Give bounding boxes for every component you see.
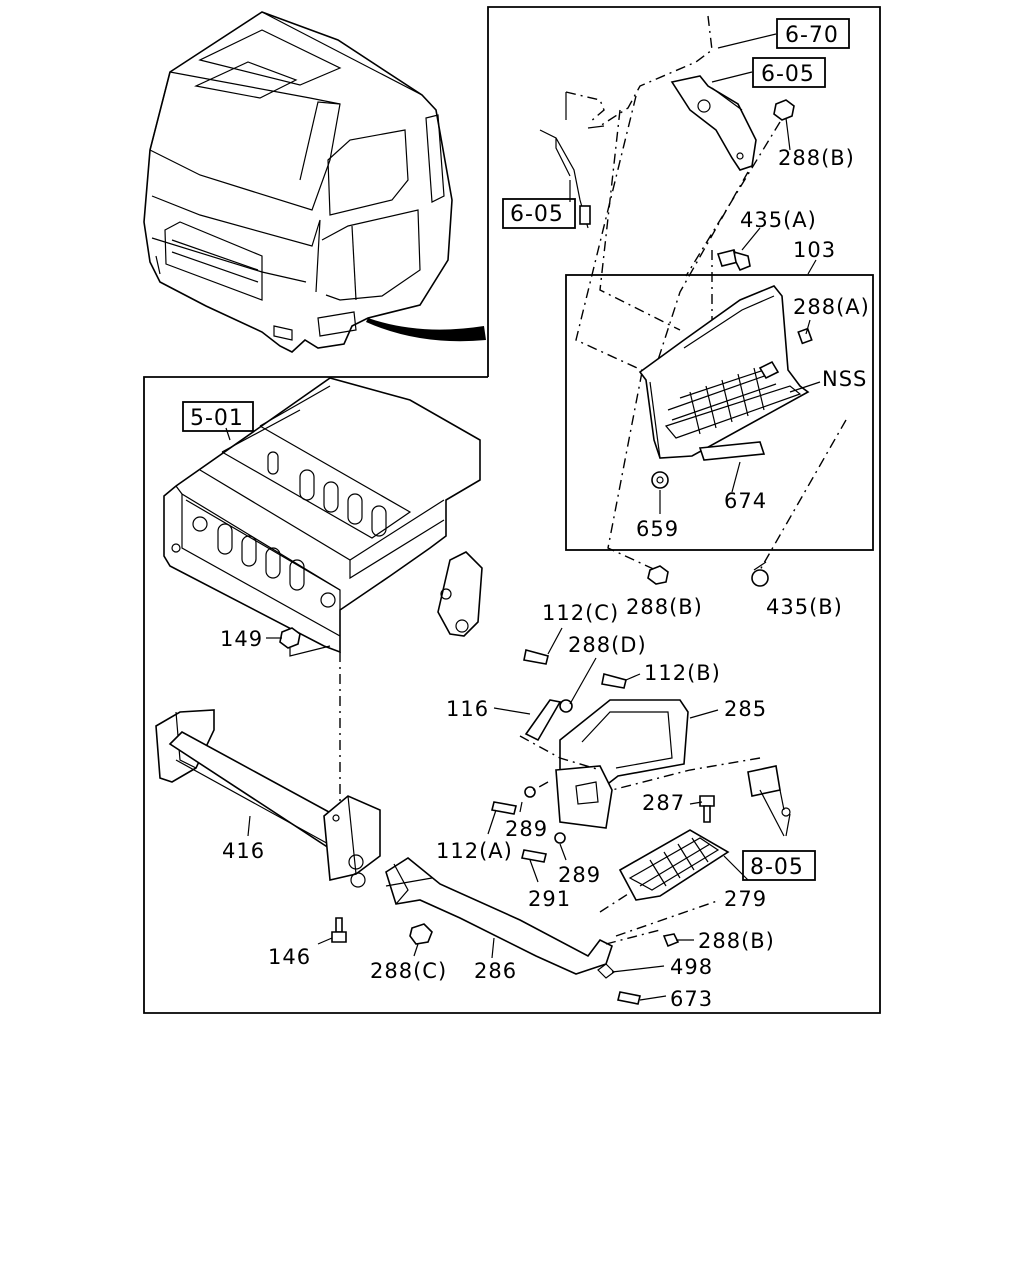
callout-103: 103 xyxy=(793,238,836,262)
callout-289-left: 289 xyxy=(505,817,548,841)
callout-6-05-upper: 6-05 xyxy=(761,62,815,87)
leader-lines xyxy=(225,33,821,1001)
callout-286: 286 xyxy=(474,959,517,983)
callout-285: 285 xyxy=(724,697,767,721)
diagram-frames xyxy=(143,6,881,1014)
callout-288d: 288(D) xyxy=(568,633,647,657)
lower-step-assembly xyxy=(155,627,791,1005)
callout-149: 149 xyxy=(220,627,263,651)
callout-289-right: 289 xyxy=(558,863,601,887)
callout-116: 116 xyxy=(446,697,489,721)
ref-box-6-05-left xyxy=(502,198,576,229)
callout-6-70: 6-70 xyxy=(785,23,839,48)
callout-291: 291 xyxy=(528,887,571,911)
callout-435a: 435(A) xyxy=(740,208,817,232)
callout-674: 674 xyxy=(724,489,767,513)
step-tread-grid xyxy=(667,367,777,435)
callout-112b: 112(B) xyxy=(644,661,721,685)
callout-288b-mid: 288(B) xyxy=(626,595,703,619)
callout-6-05-left: 6-05 xyxy=(510,202,564,227)
callout-288c: 288(C) xyxy=(370,959,447,983)
callout-416: 416 xyxy=(222,839,265,863)
callout-288a: 288(A) xyxy=(793,295,870,319)
truck-cab-illustration xyxy=(143,11,486,353)
callout-146: 146 xyxy=(268,945,311,969)
callout-labels: 6-70 6-05 288(B) 6-05 435(A) 103 288(A) … xyxy=(190,23,870,1011)
callout-5-01: 5-01 xyxy=(190,406,244,431)
callout-nss: NSS xyxy=(822,367,867,391)
callout-279: 279 xyxy=(724,887,767,911)
callout-659: 659 xyxy=(636,517,679,541)
callout-287: 287 xyxy=(642,791,685,815)
chassis-frame xyxy=(163,377,483,654)
upper-bracket-parts xyxy=(539,15,847,587)
ref-box-6-05-upper xyxy=(752,57,826,88)
ref-box-6-70 xyxy=(776,18,850,49)
ref-box-8-05 xyxy=(742,850,816,881)
callout-498: 498 xyxy=(670,955,713,979)
callout-112a: 112(A) xyxy=(436,839,513,863)
frame-slots xyxy=(217,451,387,591)
callout-435b: 435(B) xyxy=(766,595,843,619)
ref-box-5-01 xyxy=(182,401,254,432)
callout-288b-top: 288(B) xyxy=(778,146,855,170)
callout-8-05: 8-05 xyxy=(750,855,804,880)
callout-673: 673 xyxy=(670,987,713,1011)
callout-112c: 112(C) xyxy=(542,601,619,625)
callout-288b-bottom: 288(B) xyxy=(698,929,775,953)
